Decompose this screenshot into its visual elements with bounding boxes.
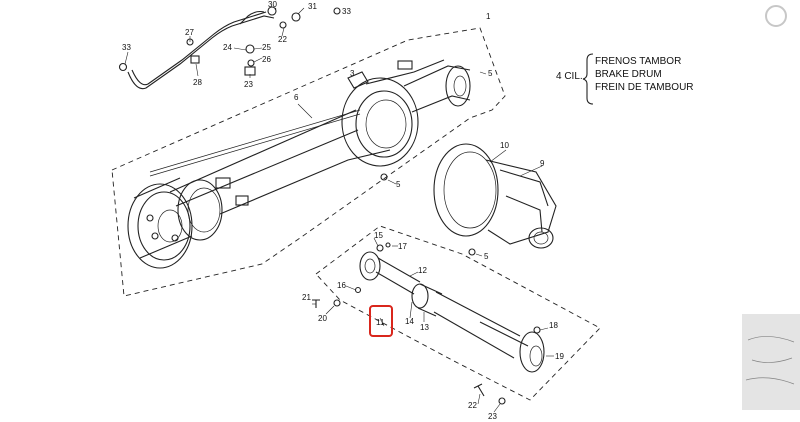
- header-brace: [582, 53, 594, 105]
- callout-26: 26: [262, 55, 271, 64]
- callout-3: 3: [350, 69, 355, 78]
- brake-drum-left: [127, 177, 223, 269]
- driveshaft: [354, 242, 545, 373]
- highlighted-callout[interactable]: 11: [369, 305, 393, 337]
- callout-14: 14: [405, 317, 414, 326]
- callout-22: 22: [468, 401, 477, 410]
- callout-23-bottom: 23: [488, 412, 497, 421]
- header-line-fr: FREIN DE TAMBOUR: [595, 82, 694, 93]
- axle-group-outline: [111, 27, 506, 297]
- callout-6: 6: [294, 93, 299, 102]
- callout-5-low: 5: [484, 252, 489, 261]
- callout-11: 11: [376, 318, 385, 327]
- callout-16: 16: [337, 281, 346, 290]
- callout-labels: 33 27 28 24 25 26 23 30 31 22 33 1 3 5 6…: [122, 0, 564, 421]
- cylinder-label: 4 CIL.: [556, 71, 583, 82]
- leader-lines: [124, 7, 554, 413]
- callout-27: 27: [185, 28, 194, 37]
- highlight-box: [369, 305, 393, 337]
- callout-15: 15: [374, 231, 383, 240]
- callout-13: 13: [420, 323, 429, 332]
- callout-33-top: 33: [342, 7, 351, 16]
- callout-17: 17: [398, 242, 407, 251]
- callout-10: 10: [500, 141, 509, 150]
- callout-1: 1: [486, 12, 491, 21]
- callout-33: 33: [122, 43, 131, 52]
- differential-carrier: [380, 143, 557, 256]
- scan-artifact: [742, 5, 800, 410]
- callout-18: 18: [549, 321, 558, 330]
- driveshaft-group-outline: [315, 225, 601, 401]
- header-line-es: FRENOS TAMBOR: [595, 56, 681, 67]
- callout-5-top: 5: [488, 69, 493, 78]
- diagram-header: 4 CIL. FRENOS TAMBOR BRAKE DRUM FREIN DE…: [556, 53, 694, 105]
- header-line-en: BRAKE DRUM: [595, 69, 662, 80]
- callout-31: 31: [308, 2, 317, 11]
- axle-housing: [149, 59, 471, 215]
- callout-30: 30: [268, 0, 277, 9]
- callout-24: 24: [223, 43, 232, 52]
- callout-20: 20: [318, 314, 327, 323]
- callout-5-mid: 5: [396, 180, 401, 189]
- callout-25: 25: [262, 43, 271, 52]
- callout-12: 12: [418, 266, 427, 275]
- callout-9: 9: [540, 159, 545, 168]
- callout-19: 19: [555, 352, 564, 361]
- callout-23: 23: [244, 80, 253, 89]
- callout-21: 21: [302, 293, 311, 302]
- fasteners-bottom: [312, 299, 506, 405]
- callout-28: 28: [193, 78, 202, 87]
- callout-22-top: 22: [278, 35, 287, 44]
